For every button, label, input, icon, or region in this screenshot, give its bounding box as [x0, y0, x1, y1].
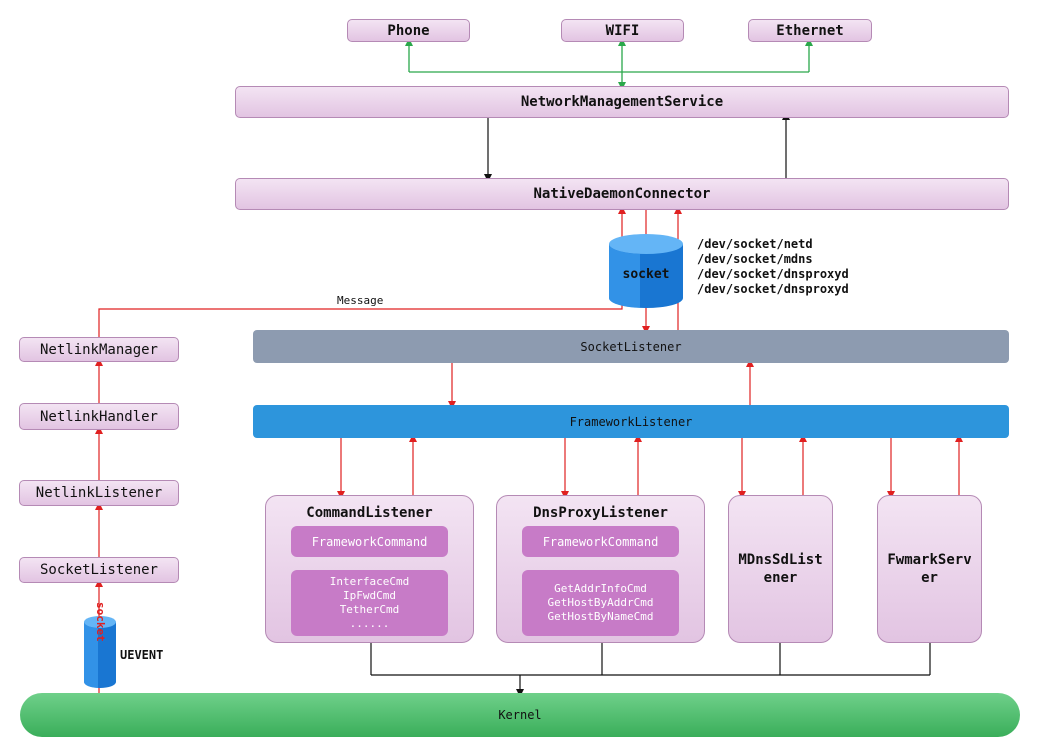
cmd-item: ......	[349, 617, 390, 630]
netlink-handler: NetlinkHandler	[19, 403, 179, 430]
uevent-socket-vertical: socket	[94, 602, 107, 642]
dns-proxy-listener-title: DnsProxyListener	[533, 505, 668, 521]
dns-proxy-cmds: GetAddrInfoCmd GetHostByAddrCmd GetHostB…	[522, 570, 679, 636]
kernel-bus	[370, 643, 931, 697]
netlink-manager: NetlinkManager	[19, 337, 179, 362]
framework-listener-bar: FrameworkListener	[253, 405, 1009, 438]
network-management-service: NetworkManagementService	[235, 86, 1009, 118]
uevent-label: UEVENT	[120, 648, 164, 662]
cmd-item: GetHostByAddrCmd	[547, 596, 654, 609]
mdns-title-line: MDnsSdList	[738, 552, 823, 568]
socket-paths: /dev/socket/netd /dev/socket/mdns /dev/s…	[697, 237, 849, 297]
native-daemon-connector: NativeDaemonConnector	[235, 178, 1009, 210]
ethernet-node: Ethernet	[748, 19, 872, 42]
uevent-cylinder	[83, 616, 116, 688]
netlink-listener: NetlinkListener	[19, 480, 179, 506]
dns-proxy-listener-box: DnsProxyListener FrameworkCommand GetAdd…	[496, 495, 705, 643]
socket-cylinder	[608, 234, 683, 308]
kernel-bar: Kernel	[20, 693, 1020, 737]
fwmark-server-box: FwmarkServ er	[877, 495, 982, 643]
mdns-sd-listener-box: MDnsSdList ener	[728, 495, 833, 643]
command-listener-box: CommandListener FrameworkCommand Interfa…	[265, 495, 474, 643]
socket-path: /dev/socket/mdns	[697, 252, 813, 266]
socket-path: /dev/socket/dnsproxyd	[697, 267, 849, 281]
command-listener-framework-command: FrameworkCommand	[291, 526, 448, 557]
cmd-item: GetAddrInfoCmd	[554, 582, 647, 595]
command-listener-title: CommandListener	[306, 505, 433, 521]
phone-node: Phone	[347, 19, 470, 42]
green-bus	[405, 38, 813, 90]
socket-cylinder-label: socket	[622, 266, 670, 282]
cmd-item: GetHostByNameCmd	[547, 610, 654, 623]
socket-path: /dev/socket/netd	[697, 237, 813, 251]
wifi-node: WIFI	[561, 19, 684, 42]
fwmark-title-line: er	[921, 570, 938, 586]
socket-listener-bar: SocketListener	[253, 330, 1009, 363]
mdns-title-line: ener	[763, 570, 798, 586]
socket-path: /dev/socket/dnsproxyd	[697, 282, 849, 296]
command-listener-cmds: InterfaceCmd IpFwdCmd TetherCmd ......	[291, 570, 448, 636]
cmd-item: TetherCmd	[339, 603, 400, 616]
cmd-item: InterfaceCmd	[329, 575, 410, 588]
dns-proxy-framework-command: FrameworkCommand	[522, 526, 679, 557]
left-socket-listener: SocketListener	[19, 557, 179, 583]
cmd-item: IpFwdCmd	[343, 589, 396, 602]
message-label: Message	[337, 294, 384, 307]
fwmark-title-line: FwmarkServ	[887, 552, 972, 568]
message-path	[98, 206, 626, 337]
